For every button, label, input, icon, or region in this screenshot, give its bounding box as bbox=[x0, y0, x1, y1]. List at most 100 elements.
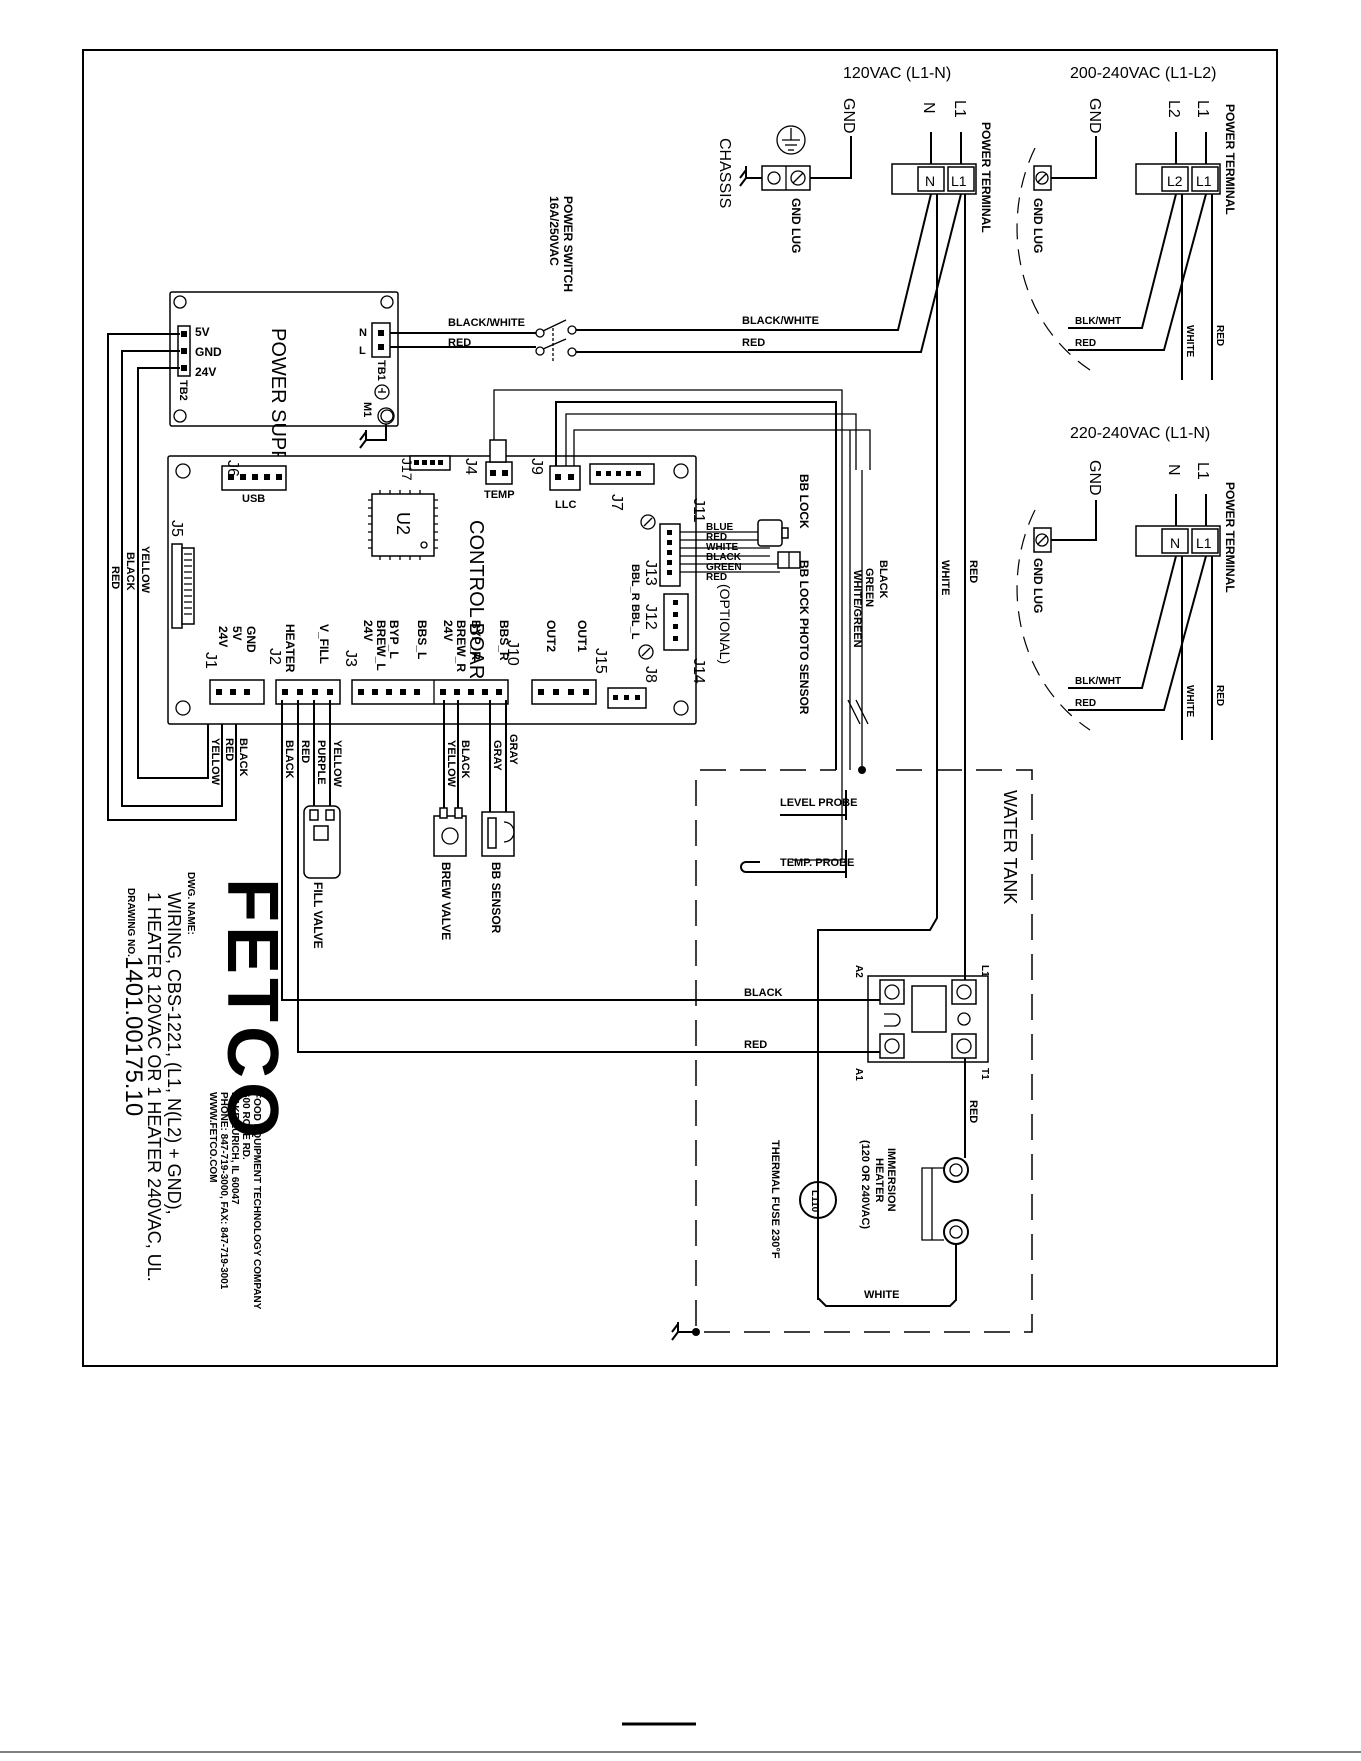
red-label-200a: RED bbox=[1075, 338, 1096, 349]
j15-label: J15 bbox=[592, 648, 609, 674]
water-tank-label: WATER TANK bbox=[1000, 790, 1020, 904]
blk-wht-label-220: BLK/WHT bbox=[1075, 676, 1121, 687]
white-label-220: WHITE bbox=[1184, 685, 1195, 718]
wire-yellow-brew: YELLOW bbox=[445, 740, 457, 788]
bbl-r-label: BBL_R bbox=[629, 564, 641, 601]
u2-label: U2 bbox=[393, 512, 413, 535]
j11-label: J11 bbox=[690, 498, 707, 523]
fuse-marking: L110 bbox=[809, 1190, 820, 1213]
detail-200-240vac: GND GND LUG L2 L1 POWER TERMINAL L2 L1 B… bbox=[1016, 98, 1237, 380]
usb-label: USB bbox=[242, 493, 265, 505]
j1-gnd: GND bbox=[244, 626, 258, 653]
wire-white-green-probe: WHITE/GREEN bbox=[851, 570, 863, 648]
j1-24v: 24V bbox=[216, 626, 230, 647]
gnd-lug-label-200: GND LUG bbox=[1031, 198, 1045, 253]
m1-label: M1 bbox=[361, 402, 373, 417]
supply-200-240vac-label: 200-240VAC (L1-L2) bbox=[1070, 65, 1216, 82]
out2-label: OUT2 bbox=[544, 620, 558, 652]
wire-red-bb2: RED bbox=[706, 572, 727, 583]
j3-brew-l: BREW_L bbox=[374, 620, 388, 671]
bb-lock-label: BB LOCK bbox=[797, 474, 811, 529]
gnd-lug-label-120: GND LUG bbox=[789, 198, 803, 253]
j14-label: J14 bbox=[690, 658, 707, 684]
wire-black-bb: BLACK bbox=[706, 552, 742, 563]
j2-label: J2 bbox=[266, 648, 283, 665]
control-board: CONTROL BOARD U2 J6 USB J17 J4 TEMP J9 L… bbox=[167, 455, 707, 725]
l2-terminal: L2 bbox=[1167, 173, 1183, 189]
wire-gray-bbs2: GRAY bbox=[507, 734, 519, 765]
j1-5v: 5V bbox=[230, 626, 244, 641]
tb1-l-label: L bbox=[359, 345, 366, 357]
wire-label-red-1: RED bbox=[448, 337, 471, 349]
red-label-200b: RED bbox=[1214, 325, 1225, 346]
heater-label-1: IMMERSION bbox=[885, 1148, 897, 1212]
power-terminal-label-200: POWER TERMINAL bbox=[1223, 104, 1237, 215]
wire-green-bb: GREEN bbox=[706, 562, 742, 573]
j1-label: J1 bbox=[202, 652, 219, 669]
n-terminal: N bbox=[925, 173, 935, 189]
wire-white-heater: WHITE bbox=[864, 1289, 899, 1301]
power-terminal-label-220: POWER TERMINAL bbox=[1223, 482, 1237, 593]
j8-label: J8 bbox=[642, 666, 659, 683]
bb-lock-icon bbox=[757, 519, 783, 547]
company-line-3: LAKE ZURICH, IL 60047 bbox=[229, 1092, 240, 1205]
blk-wht-label-200: BLK/WHT bbox=[1075, 316, 1121, 327]
company-line-1: FOOD EQUIPMENT TECHNOLOGY COMPANY bbox=[251, 1092, 262, 1310]
fill-valve-label: FILL VALVE bbox=[311, 882, 325, 949]
ground-120v-group: GND GND LUG CHASSIS bbox=[716, 98, 857, 253]
control-board-title: CONTROL BOARD bbox=[465, 520, 487, 694]
j5-label: J5 bbox=[168, 520, 185, 537]
wire-red-bb: RED bbox=[706, 532, 727, 543]
heater-label-2: HEATER bbox=[873, 1158, 885, 1202]
l2-label-200: L2 bbox=[1165, 100, 1182, 118]
l1-terminal-220: L1 bbox=[1196, 535, 1212, 551]
wire-label-black-psu: BLACK bbox=[124, 552, 136, 591]
detail-220-240vac: GND GND LUG N L1 POWER TERMINAL N L1 BLK… bbox=[1016, 460, 1237, 740]
drawing-no-label: DRAWING NO. bbox=[125, 888, 136, 957]
valves: BLACK RED PURPLE YELLOW FILL VALVE YELLO… bbox=[209, 700, 519, 949]
l1-label-220: L1 bbox=[1194, 462, 1211, 480]
tb2-24v: 24V bbox=[195, 365, 216, 379]
tb2-label: TB2 bbox=[177, 380, 189, 401]
thermal-fuse-label: THERMAL FUSE 230°F bbox=[769, 1140, 781, 1259]
wire-red-t1: RED bbox=[967, 1100, 979, 1123]
wire-label-white-long: WHITE bbox=[939, 560, 951, 595]
j7-label: J7 bbox=[608, 494, 625, 511]
chassis-label: CHASSIS bbox=[716, 138, 733, 208]
mains-wiring: POWER SWITCH 16A/250VAC BLACK/WHITE RED … bbox=[390, 193, 979, 1300]
red-label-220b: RED bbox=[1214, 685, 1225, 706]
j3-byp-l: BYP_L bbox=[387, 620, 401, 659]
relay-a1: A1 bbox=[853, 1068, 864, 1081]
wire-yellow-j2: YELLOW bbox=[331, 740, 343, 788]
j3-label: J3 bbox=[342, 650, 359, 667]
l1-terminal-200: L1 bbox=[1196, 173, 1212, 189]
l1-label-200: L1 bbox=[1194, 100, 1211, 118]
n-terminal-220: N bbox=[1170, 535, 1180, 551]
wire-green-probe: GREEN bbox=[863, 568, 875, 607]
dc-wiring: RED BLACK YELLOW bbox=[107, 333, 237, 821]
relay-a2: A2 bbox=[853, 965, 864, 978]
tb1-label: TB1 bbox=[375, 360, 387, 381]
power-terminal-120v: N L1 POWER TERMINAL N L1 bbox=[891, 100, 993, 233]
wire-red-heater: RED bbox=[744, 1039, 767, 1051]
gnd-lug-label-220: GND LUG bbox=[1031, 558, 1045, 613]
wire-white-bb: WHITE bbox=[706, 542, 739, 553]
l1-terminal: L1 bbox=[951, 173, 967, 189]
bb-lock-wiring: BLUE RED WHITE BLACK GREEN RED BB LOCK B… bbox=[680, 474, 811, 715]
n-label-220: N bbox=[1165, 464, 1182, 476]
j13-label: J13 bbox=[642, 560, 659, 586]
optional-label: (OPTIONAL) bbox=[717, 584, 733, 664]
fill-valve-icon bbox=[303, 805, 341, 879]
n-label-120: N bbox=[920, 102, 937, 114]
j2-heater: HEATER bbox=[283, 624, 297, 673]
wire-black-heater: BLACK bbox=[744, 987, 783, 999]
j3-bbs-r: BBS_R bbox=[497, 620, 511, 661]
gnd-label-200: GND bbox=[1086, 98, 1103, 134]
supply-220-240vac-label: 220-240VAC (L1-N) bbox=[1070, 425, 1210, 442]
fetco-logo: FETCO bbox=[212, 878, 292, 1142]
gnd-label-220: GND bbox=[1086, 460, 1103, 496]
power-terminal-label-120: POWER TERMINAL bbox=[979, 122, 993, 233]
relay-l1: L1 bbox=[979, 965, 990, 977]
wire-black-probe: BLACK bbox=[877, 560, 889, 599]
j10-label: J10 bbox=[504, 640, 521, 666]
